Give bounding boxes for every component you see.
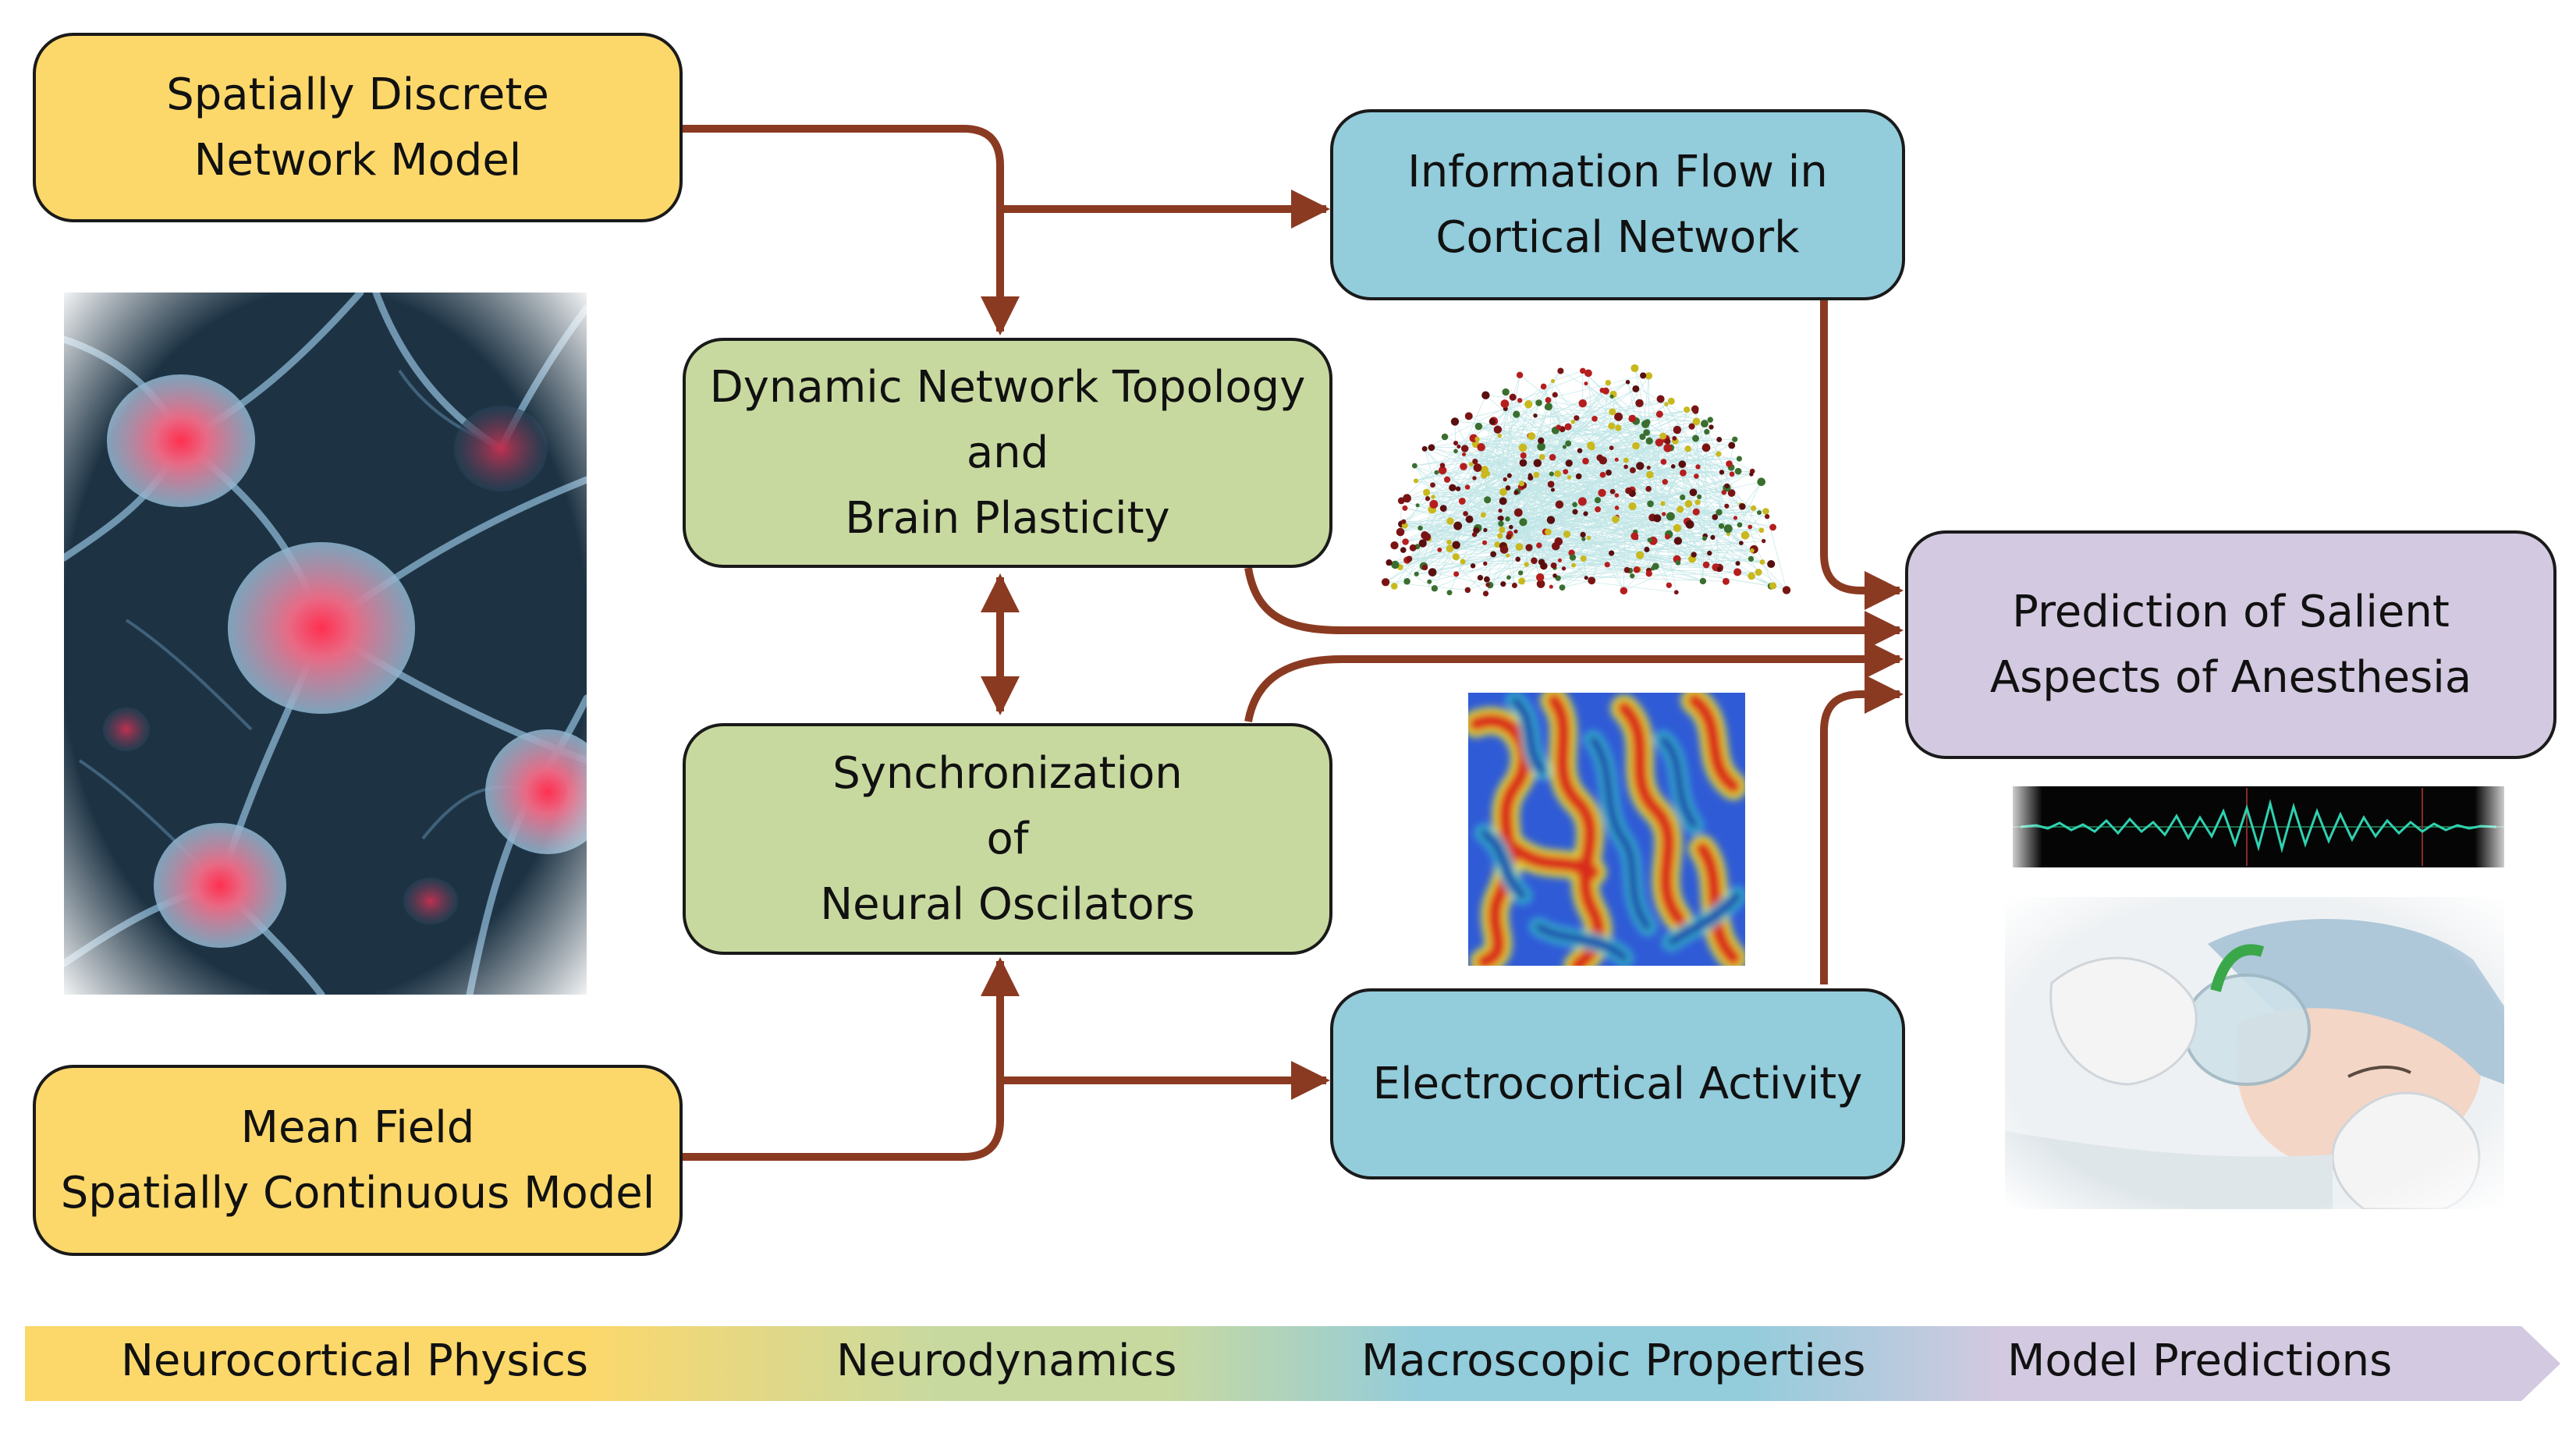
network-graph-image [1357, 320, 1810, 624]
arrow-infoflow-to-prediction [1820, 300, 1904, 610]
stage-label-macroscopic-properties: Macroscopic Properties [1361, 1335, 1866, 1386]
oscillator-pattern-image [1468, 693, 1745, 966]
stage-label-neurodynamics: Neurodynamics [836, 1335, 1177, 1386]
stage-label-neurocortical-physics: Neurocortical Physics [121, 1335, 589, 1386]
anesthesia-patient-image [2005, 897, 2504, 1209]
arrow-meanfield-to-sync [683, 957, 1020, 1161]
synchronization-box: Synchronization of Neural Oscilators [683, 723, 1332, 955]
stage-label-model-predictions: Model Predictions [2007, 1335, 2393, 1386]
prediction-box: Prediction of Salient Aspects of Anesthe… [1905, 530, 2556, 759]
network-topology-box: Dynamic Network Topology and Brain Plast… [683, 338, 1332, 568]
arrow-sync-to-prediction [1244, 640, 1904, 722]
stage-band-arrow [25, 1326, 2560, 1401]
mean-field-model-box: Mean Field Spatially Continuous Model [33, 1065, 683, 1256]
arrow-discrete-to-topology [683, 125, 1020, 335]
eeg-trace-image [2013, 780, 2504, 874]
neuron-illustration [64, 293, 587, 995]
spatially-discrete-model-box: Spatially Discrete Network Model [33, 33, 683, 222]
information-flow-box: Information Flow in Cortical Network [1330, 109, 1905, 300]
arrow-electrocortical-to-prediction [1820, 675, 1904, 984]
electrocortical-activity-box: Electrocortical Activity [1330, 988, 1905, 1179]
arrow-topology-to-prediction [1244, 567, 1904, 650]
